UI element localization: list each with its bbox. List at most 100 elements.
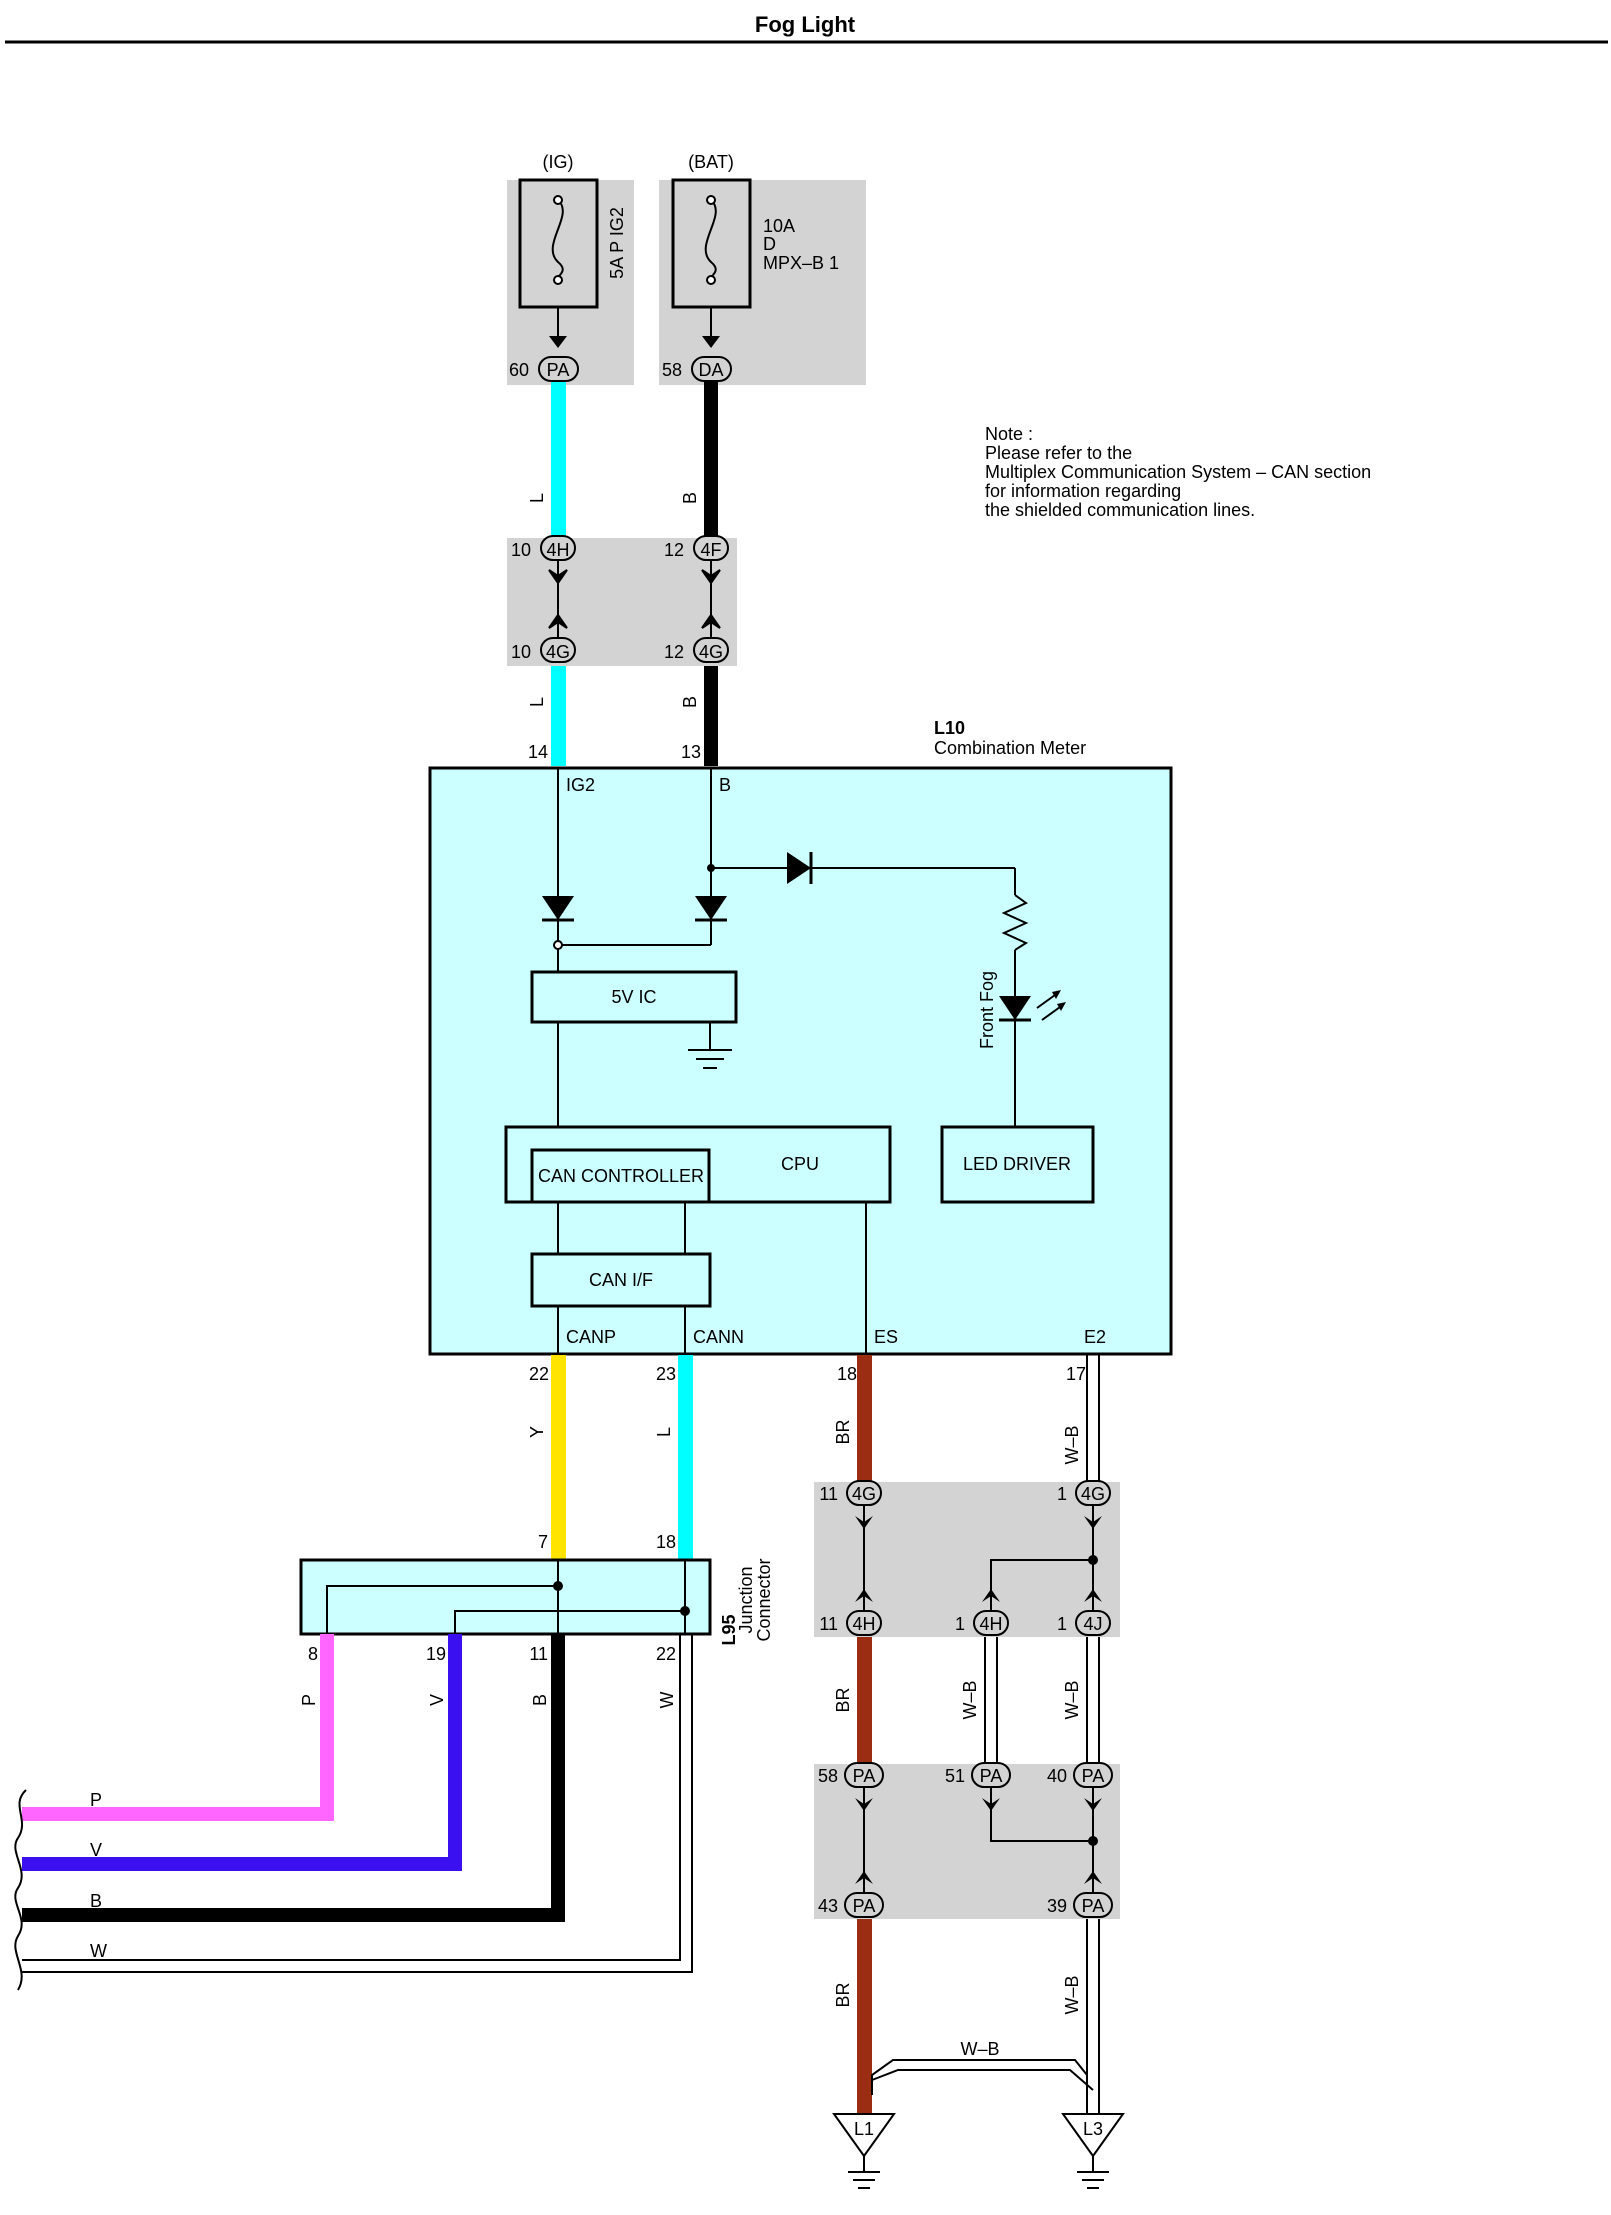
connector-pa-58: 58 PA — [818, 1762, 884, 1788]
conn-4g-lower-right: 4G — [1081, 1484, 1105, 1504]
note-line-1: Note : — [985, 424, 1033, 444]
wire-b-bat-2 — [704, 666, 718, 766]
pin-39-pa: 39 — [1047, 1896, 1067, 1916]
wire-canp-y — [551, 1355, 566, 1560]
ground-l3-icon — [1077, 2156, 1109, 2189]
junction-internal — [326, 1560, 686, 1634]
jc-name-1: Junction — [736, 1566, 756, 1633]
wire-break-marks — [14, 1789, 27, 1991]
fuse-bat-area — [659, 180, 866, 385]
wire-label-br-3: BR — [833, 1982, 853, 2007]
conn-4g-upper-left: 4G — [546, 642, 570, 662]
connector-4g-1: 1 4G — [1057, 1480, 1111, 1506]
wire-w-outer — [22, 1634, 693, 1973]
wire-label-l-2: L — [527, 697, 547, 707]
wire-p — [22, 1634, 334, 1821]
wire-es-br-2 — [857, 1637, 872, 1764]
meter-internal-wiring — [557, 768, 1029, 1354]
conn-4g-lower-left: 4G — [852, 1484, 876, 1504]
wire-label-v-horiz: V — [90, 1840, 102, 1860]
pin-11-4g: 11 — [819, 1484, 838, 1504]
connector-4j-1: 1 4J — [1057, 1610, 1111, 1636]
fuse-bat-line1: 10A — [763, 216, 795, 236]
diode-b — [695, 896, 727, 922]
connector-pa-60: 60 PA — [509, 356, 579, 382]
connector-da-58: 58 DA — [662, 356, 732, 382]
connector-4h-11: 11 4H — [819, 1610, 882, 1636]
pin-58-pa: 58 — [818, 1766, 838, 1786]
pin-12-4g: 12 — [664, 642, 684, 662]
pin-60: 60 — [509, 360, 529, 380]
diode-led-feed — [787, 852, 813, 884]
jc-pin-11: 11 — [529, 1644, 548, 1664]
wire-label-b-2: B — [680, 696, 700, 708]
pin-canp: 22 — [529, 1364, 549, 1384]
pin-1-4h: 1 — [955, 1614, 965, 1634]
term-e2: E2 — [1084, 1327, 1106, 1347]
wire-label-b-vert: B — [530, 1694, 550, 1706]
meter-pin-b: 13 — [681, 742, 701, 762]
fuse-ig-source: (IG) — [543, 152, 574, 172]
note-line-4: for information regarding — [985, 481, 1181, 501]
meter-name: Combination Meter — [934, 738, 1086, 758]
pin-es: 18 — [837, 1364, 857, 1384]
meter-pin-ig2: 14 — [528, 742, 548, 762]
wire-label-wb-4: W–B — [1062, 1975, 1082, 2014]
term-es: ES — [874, 1327, 898, 1347]
ground-junction-arrows — [855, 1516, 1102, 1884]
fuse-ig-rating: 5A P IG2 — [607, 207, 627, 279]
wire-label-b-1: B — [680, 492, 700, 504]
wire-label-wb-3: W–B — [1062, 1680, 1082, 1719]
wire-cann-l — [678, 1355, 693, 1560]
upper-junction-arrows — [548, 560, 721, 638]
pin-10-4g: 10 — [511, 642, 531, 662]
cpu-label: CPU — [781, 1154, 819, 1174]
ic-5v-box — [530, 970, 738, 1024]
ic-5v-label: 5V IC — [611, 987, 656, 1007]
term-ig2: IG2 — [566, 775, 595, 795]
junction-dot-2 — [553, 940, 563, 950]
wire-e2-wb — [871, 1355, 1100, 2114]
conn-4j: 4J — [1083, 1614, 1102, 1634]
ground-l1-label: L1 — [854, 2119, 874, 2139]
wire-label-b-horiz: B — [90, 1891, 102, 1911]
pin-10-4h: 10 — [511, 540, 531, 560]
pin-11-4h: 11 — [819, 1614, 838, 1634]
ground-l1-icon — [848, 2156, 880, 2189]
term-cann: CANN — [693, 1327, 744, 1347]
wire-label-l-1: L — [527, 493, 547, 503]
pin-43-pa: 43 — [818, 1896, 838, 1916]
conn-4f: 4F — [700, 540, 721, 560]
can-if-box — [530, 1252, 712, 1308]
conn-pa-ig: PA — [547, 360, 570, 380]
ground-l1: L1 — [832, 2113, 896, 2189]
fuse-ig: (IG) 5A P IG2 — [518, 152, 627, 348]
diode-ig2 — [542, 896, 574, 922]
fuse-ig-area — [507, 180, 634, 385]
wire-label-w-horiz: W — [90, 1941, 107, 1961]
connector-4h-10: 10 4H — [511, 535, 576, 561]
wire-b-bat-1 — [704, 382, 718, 538]
conn-pa-39: PA — [1082, 1896, 1105, 1916]
fuse-bat: (BAT) 10A D MPX–B 1 — [671, 152, 839, 348]
wire-label-p-horiz: P — [90, 1790, 102, 1810]
pin-1-4g: 1 — [1057, 1484, 1067, 1504]
note-line-5: the shielded communication lines. — [985, 500, 1255, 520]
can-if-label: CAN I/F — [589, 1270, 653, 1290]
wire-l-ig-1 — [551, 382, 566, 538]
wire-label-br-1: BR — [833, 1419, 853, 1444]
conn-pa-58: PA — [853, 1766, 876, 1786]
ground-l3: L3 — [1061, 2113, 1125, 2189]
can-controller-box — [530, 1148, 711, 1204]
connector-pa-51: 51 PA — [945, 1762, 1011, 1788]
jc-pin-8: 8 — [308, 1644, 318, 1664]
pin-40-pa: 40 — [1047, 1766, 1067, 1786]
wire-es-br-3 — [857, 1919, 872, 2114]
wire-label-br-2: BR — [833, 1687, 853, 1712]
pin-e2: 17 — [1066, 1364, 1086, 1384]
wire-label-y: Y — [527, 1426, 547, 1438]
wire-v — [22, 1634, 462, 1871]
conn-pa-40: PA — [1082, 1766, 1105, 1786]
wire-b-bus — [22, 1634, 565, 1922]
conn-4h-lower-left: 4H — [852, 1614, 875, 1634]
